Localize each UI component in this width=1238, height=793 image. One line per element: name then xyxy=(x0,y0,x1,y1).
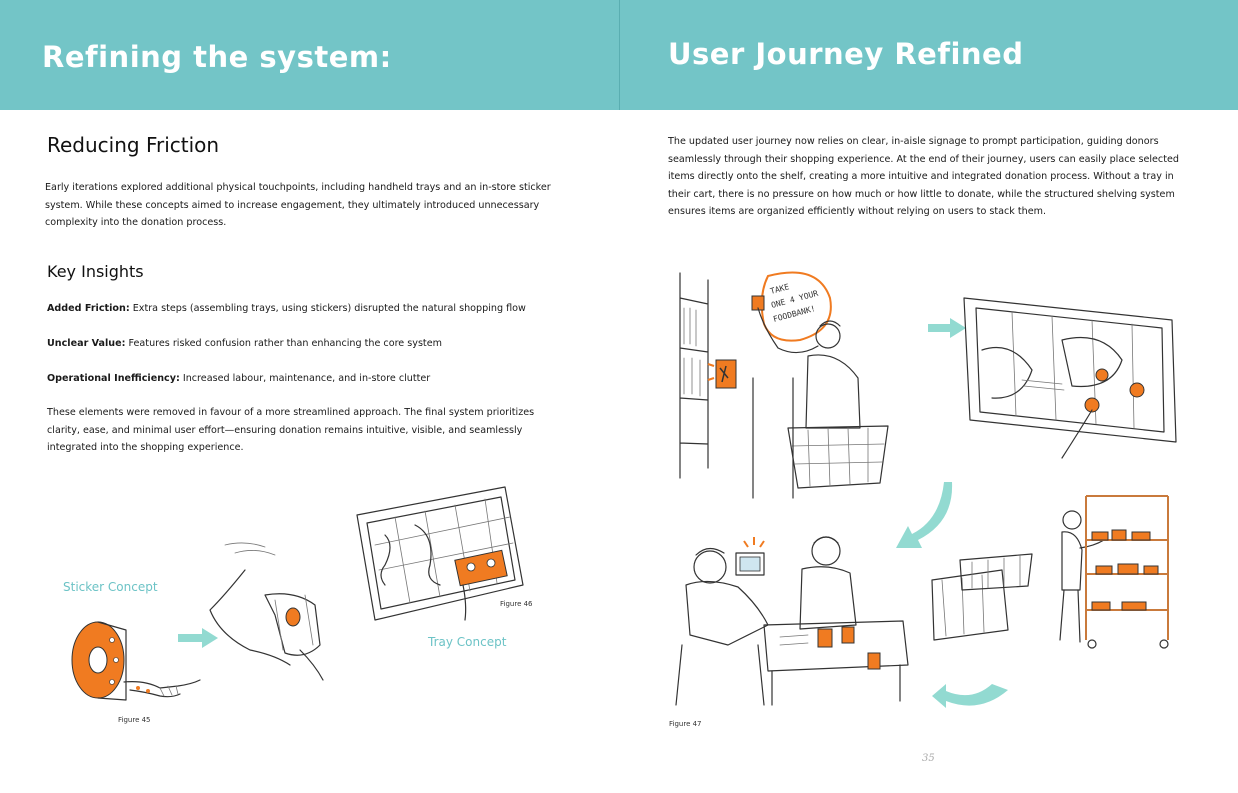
journey-arrow-right-icon xyxy=(928,318,966,338)
reducing-friction-paragraph: Early iterations explored additional phy… xyxy=(45,182,551,228)
insight-operational-inefficiency: Operational Inefficiency: Increased labo… xyxy=(47,370,577,388)
hand-applying-sticker-illustration xyxy=(209,542,324,681)
cart-placing-item-illustration xyxy=(963,297,1177,459)
insight-label: Added Friction: xyxy=(47,303,130,314)
right-page-title: User Journey Refined xyxy=(668,37,1024,71)
insight-added-friction: Added Friction: Extra steps (assembling … xyxy=(47,300,577,318)
key-insights-heading: Key Insights xyxy=(47,262,144,281)
journey-arrow-back-icon xyxy=(932,684,1008,708)
tray-concept-label: Tray Concept xyxy=(428,635,507,649)
left-page-title: Refining the system: xyxy=(42,40,392,74)
insight-text: Extra steps (assembling trays, using sti… xyxy=(129,303,526,314)
journey-arrow-down-left-icon xyxy=(896,482,953,548)
figure-45-caption: Figure 45 xyxy=(118,716,151,724)
figure-46-caption: Figure 46 xyxy=(500,600,533,608)
insight-text: Increased labour, maintenance, and in-st… xyxy=(179,373,431,384)
insight-label: Unclear Value: xyxy=(47,338,126,349)
sticker-concept-label: Sticker Concept xyxy=(63,580,158,594)
page-number: 35 xyxy=(922,753,935,764)
sticker-roll-illustration xyxy=(71,621,201,701)
cart-with-tray-illustration xyxy=(356,486,524,621)
figure-47-caption: Figure 47 xyxy=(669,720,702,728)
flow-arrow-icon xyxy=(178,628,218,648)
speech-bubble-line: TAKE xyxy=(769,282,790,296)
reducing-friction-heading: Reducing Friction xyxy=(47,133,220,157)
insight-unclear-value: Unclear Value: Features risked confusion… xyxy=(47,335,577,353)
insight-text: Features risked confusion rather than en… xyxy=(125,338,442,349)
user-journey-paragraph: The updated user journey now relies on c… xyxy=(668,136,1179,217)
checkout-counter-illustration xyxy=(675,536,909,706)
donation-shelf-illustration xyxy=(931,495,1169,649)
insight-label: Operational Inefficiency: xyxy=(47,373,180,384)
page-divider xyxy=(619,0,620,110)
aisle-signage-illustration: TAKE ONE 4 YOUR FOODBANK! xyxy=(679,271,889,499)
key-insights-closing-paragraph: These elements were removed in favour of… xyxy=(47,407,535,453)
